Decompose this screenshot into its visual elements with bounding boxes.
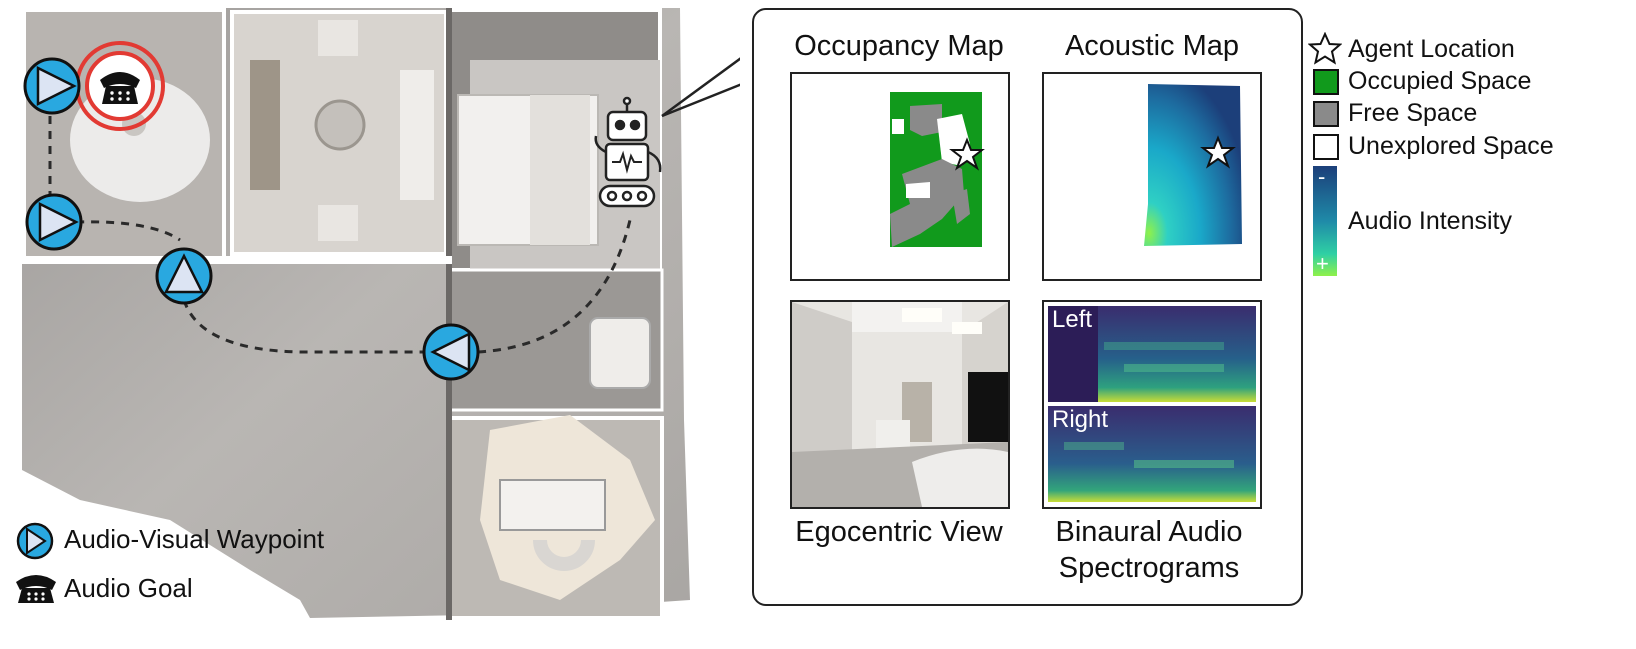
waypoint-triangle-icon xyxy=(155,247,213,305)
legend-agent-location: Agent Location xyxy=(1348,35,1515,63)
telephone-icon xyxy=(100,72,140,104)
spectrogram-left-label: Left xyxy=(1052,306,1093,333)
spectrogram-right xyxy=(1048,406,1256,502)
legend-occupied-space: Occupied Space xyxy=(1348,67,1532,95)
path-segment xyxy=(182,299,428,354)
colorbar-high-label: + xyxy=(1316,251,1329,276)
waypoint-triangle-icon xyxy=(23,57,81,115)
binaural-spectrograms: Left Right xyxy=(1042,300,1262,509)
legend-waypoint-label: Audio-Visual Waypoint xyxy=(64,524,325,554)
binaural-title-line1: Binaural Audio xyxy=(1055,516,1243,548)
egocentric-view-title: Egocentric View xyxy=(795,516,1003,548)
occupied-space-swatch xyxy=(1313,69,1339,95)
path-segment xyxy=(477,219,632,354)
occupancy-map-title: Occupancy Map xyxy=(794,30,1004,62)
audio-goal-marker xyxy=(75,41,165,131)
audio-intensity-colorbar xyxy=(1313,166,1337,276)
unexplored-space-swatch xyxy=(1313,134,1339,160)
egocentric-view xyxy=(790,300,1010,509)
callout-line xyxy=(661,57,740,118)
occupancy-map xyxy=(790,72,1010,281)
legend-goal-label: Audio Goal xyxy=(64,573,193,603)
waypoint-triangle-icon xyxy=(25,193,83,251)
callout-line xyxy=(661,83,740,118)
spectrogram-right-label: Right xyxy=(1052,406,1109,433)
agent-location-star-icon xyxy=(1308,32,1342,65)
legend-free-space: Free Space xyxy=(1348,99,1478,127)
acoustic-map xyxy=(1042,72,1262,281)
free-space-swatch xyxy=(1313,101,1339,127)
waypoint-triangle-icon xyxy=(16,522,54,560)
colorbar-low-label: - xyxy=(1318,164,1326,189)
audio-intensity-field xyxy=(1144,84,1242,246)
agent-location-star-icon xyxy=(949,137,985,171)
telephone-icon xyxy=(16,575,56,603)
binaural-title-line2: Spectrograms xyxy=(1058,552,1240,584)
robot-agent-icon xyxy=(594,96,662,208)
floor-plan xyxy=(22,8,740,620)
legend-unexplored-space: Unexplored Space xyxy=(1348,132,1554,160)
waypoint-triangle-icon xyxy=(422,323,480,381)
legend-audio-intensity: Audio Intensity xyxy=(1348,207,1512,235)
path-segment xyxy=(75,220,181,242)
acoustic-map-title: Acoustic Map xyxy=(1064,30,1240,62)
agent-location-star-icon xyxy=(1200,135,1236,169)
